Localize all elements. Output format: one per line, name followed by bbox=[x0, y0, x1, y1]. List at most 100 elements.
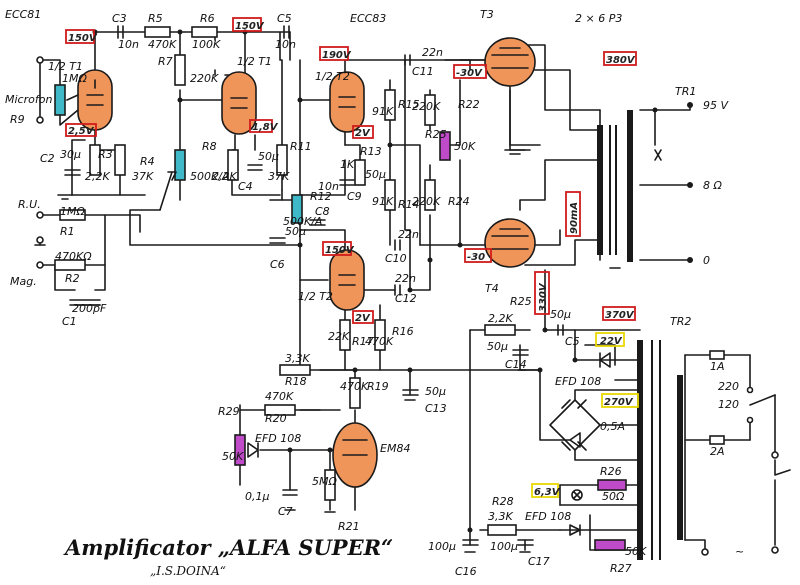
svg-text:22n: 22n bbox=[422, 46, 443, 59]
pot-r12 bbox=[291, 194, 303, 224]
tube-t4 bbox=[484, 218, 536, 268]
label-t2b: 1/2 T2 bbox=[298, 290, 333, 303]
pot-r9 bbox=[54, 84, 66, 116]
svg-text:R25: R25 bbox=[425, 128, 447, 141]
svg-text:R14: R14 bbox=[398, 198, 420, 211]
label-220: 220 bbox=[718, 380, 739, 393]
svg-text:91K: 91K bbox=[372, 195, 394, 208]
svg-text:22V: 22V bbox=[600, 336, 623, 347]
resistor-r7 bbox=[174, 54, 186, 86]
svg-text:150V: 150V bbox=[68, 33, 98, 44]
label-ecc81: ECC81 bbox=[5, 8, 41, 21]
pot-r27 bbox=[594, 539, 626, 551]
resistor-r4 bbox=[114, 144, 126, 176]
label-em84: EM84 bbox=[380, 442, 410, 455]
label-tr1: TR1 bbox=[675, 85, 696, 98]
svg-text:3,3K: 3,3K bbox=[488, 510, 513, 523]
svg-text:-30V: -30V bbox=[456, 68, 483, 79]
label-tr2: TR2 bbox=[670, 315, 691, 328]
tubes bbox=[77, 37, 536, 488]
svg-text:50K: 50K bbox=[454, 140, 476, 153]
schematic-subtitle: „I.S.DOINA“ bbox=[150, 564, 226, 578]
svg-text:R17: R17 bbox=[352, 335, 374, 348]
svg-text:C11: C11 bbox=[412, 65, 434, 78]
svg-text:R22: R22 bbox=[458, 98, 480, 111]
svg-text:2,2K: 2,2K bbox=[488, 312, 513, 325]
resistor-r24 bbox=[424, 179, 436, 211]
svg-text:EFD 108: EFD 108 bbox=[555, 375, 601, 388]
svg-text:C13: C13 bbox=[425, 402, 447, 415]
svg-text:6,3V: 6,3V bbox=[534, 487, 561, 498]
voltage-boxes bbox=[65, 17, 639, 498]
terminals bbox=[36, 56, 779, 556]
resistor-r13 bbox=[354, 159, 366, 186]
svg-text:1,8V: 1,8V bbox=[252, 122, 279, 133]
svg-text:50µ: 50µ bbox=[365, 168, 386, 181]
svg-text:2,5V: 2,5V bbox=[68, 126, 95, 137]
svg-text:50µ: 50µ bbox=[425, 385, 446, 398]
svg-text:R8: R8 bbox=[202, 140, 217, 153]
svg-text:30µ: 30µ bbox=[60, 148, 81, 161]
svg-text:R3: R3 bbox=[98, 148, 113, 161]
svg-text:R21: R21 bbox=[338, 520, 360, 533]
resistor-r5 bbox=[144, 26, 171, 38]
svg-text:50µ: 50µ bbox=[550, 308, 571, 321]
resistor-r15 bbox=[384, 89, 396, 121]
label-microfon: Microfon bbox=[5, 93, 52, 106]
svg-text:R28: R28 bbox=[492, 495, 514, 508]
resistors bbox=[54, 26, 517, 536]
svg-text:50Ω: 50Ω bbox=[602, 490, 625, 503]
svg-text:500K/A: 500K/A bbox=[283, 215, 322, 228]
svg-text:220K: 220K bbox=[412, 195, 441, 208]
svg-text:22n: 22n bbox=[395, 272, 416, 285]
svg-text:C2: C2 bbox=[40, 152, 55, 165]
svg-text:100µ: 100µ bbox=[490, 540, 518, 553]
svg-text:150V: 150V bbox=[325, 245, 355, 256]
tube-t2 bbox=[329, 71, 365, 133]
label-t2: 1/2 T2 bbox=[315, 70, 350, 83]
svg-text:5MΩ: 5MΩ bbox=[312, 475, 337, 488]
resistor-r6 bbox=[191, 26, 218, 38]
tube-t3 bbox=[484, 37, 536, 87]
svg-text:0,5A: 0,5A bbox=[600, 420, 625, 433]
label-out-8ohm: 8 Ω bbox=[703, 179, 722, 192]
svg-text:-30: -30 bbox=[467, 252, 485, 263]
svg-text:C10: C10 bbox=[385, 252, 407, 265]
svg-text:R18: R18 bbox=[285, 375, 307, 388]
transformers bbox=[597, 110, 725, 560]
capacitors bbox=[64, 25, 564, 546]
svg-text:R27: R27 bbox=[610, 562, 632, 575]
resistor-r20 bbox=[264, 404, 296, 416]
svg-text:R20: R20 bbox=[265, 412, 287, 425]
label-out-0: 0 bbox=[703, 254, 710, 267]
resistor-r17 bbox=[339, 319, 351, 351]
tube-t1b bbox=[221, 71, 257, 135]
label-6p3: 2 × 6 P3 bbox=[575, 12, 622, 25]
label-mag: Mag. bbox=[10, 275, 37, 288]
svg-text:R29: R29 bbox=[218, 405, 240, 418]
resistor-r21 bbox=[324, 469, 336, 501]
svg-text:1MΩ: 1MΩ bbox=[60, 205, 85, 218]
svg-text:50µ: 50µ bbox=[258, 150, 279, 163]
svg-text:R11: R11 bbox=[290, 140, 312, 153]
svg-text:C3: C3 bbox=[112, 12, 127, 25]
svg-text:200pF: 200pF bbox=[72, 302, 107, 315]
svg-text:270V: 270V bbox=[604, 397, 634, 408]
svg-text:380V: 380V bbox=[606, 55, 636, 66]
label-ecc83: ECC83 bbox=[350, 12, 386, 25]
label-t4: T4 bbox=[485, 282, 499, 295]
svg-text:37K: 37K bbox=[268, 170, 290, 183]
pot-r8 bbox=[174, 149, 186, 181]
svg-text:R26: R26 bbox=[600, 465, 622, 478]
svg-text:R7: R7 bbox=[158, 55, 173, 68]
svg-text:50K: 50K bbox=[625, 545, 647, 558]
svg-text:C14: C14 bbox=[505, 358, 527, 371]
svg-text:190V: 190V bbox=[322, 50, 352, 61]
svg-text:R19: R19 bbox=[367, 380, 389, 393]
label-fuse-1a: 1A bbox=[710, 360, 725, 373]
svg-text:C5: C5 bbox=[277, 12, 292, 25]
svg-text:C7: C7 bbox=[278, 505, 293, 518]
svg-text:R12: R12 bbox=[310, 190, 332, 203]
svg-text:50K: 50K bbox=[222, 450, 244, 463]
resistor-r14 bbox=[384, 179, 396, 211]
